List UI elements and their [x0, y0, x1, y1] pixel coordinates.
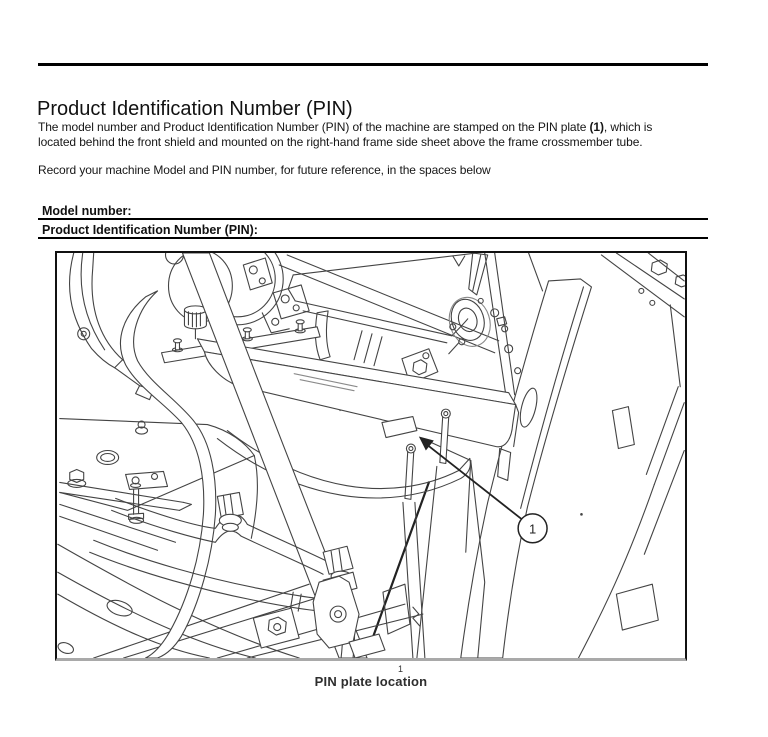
rops-tube	[181, 253, 368, 658]
pin-fill-line: Product Identification Number (PIN):	[38, 221, 708, 239]
intro-paragraph-line1: The model number and Product Identificat…	[38, 120, 653, 134]
callout-arrowhead	[418, 436, 434, 451]
pin-location-figure: 1	[55, 251, 687, 661]
pin-location-illustration: 1	[57, 253, 685, 658]
model-number-label: Model number:	[42, 204, 132, 218]
pin-plate	[381, 416, 418, 439]
frame-upright	[484, 253, 685, 658]
figure-caption: PIN plate location	[314, 674, 428, 689]
top-rule	[38, 63, 708, 66]
pin-label: Product Identification Number (PIN):	[42, 223, 258, 237]
intro-paragraph-line2: located behind the front shield and moun…	[38, 135, 643, 149]
handrail-tube	[119, 290, 217, 658]
callout-number: 1	[529, 521, 536, 536]
record-instruction: Record your machine Model and PIN number…	[38, 163, 491, 177]
pin-plate-ref: (1)	[589, 120, 604, 134]
frame-crossmember-beam	[196, 338, 520, 500]
machine-drawing: 1	[57, 253, 685, 658]
bottom-brackets	[252, 571, 386, 658]
intro-paragraph: The model number and Product Identificat…	[38, 120, 652, 150]
pin-callout: 1	[418, 436, 548, 544]
figure-number: 1	[398, 664, 404, 674]
callout-circle	[517, 513, 548, 544]
model-number-fill-line: Model number:	[38, 202, 708, 220]
deck-plates	[59, 418, 258, 551]
frame-side-sheet	[371, 439, 486, 658]
page-title: Product Identification Number (PIN)	[37, 98, 353, 121]
